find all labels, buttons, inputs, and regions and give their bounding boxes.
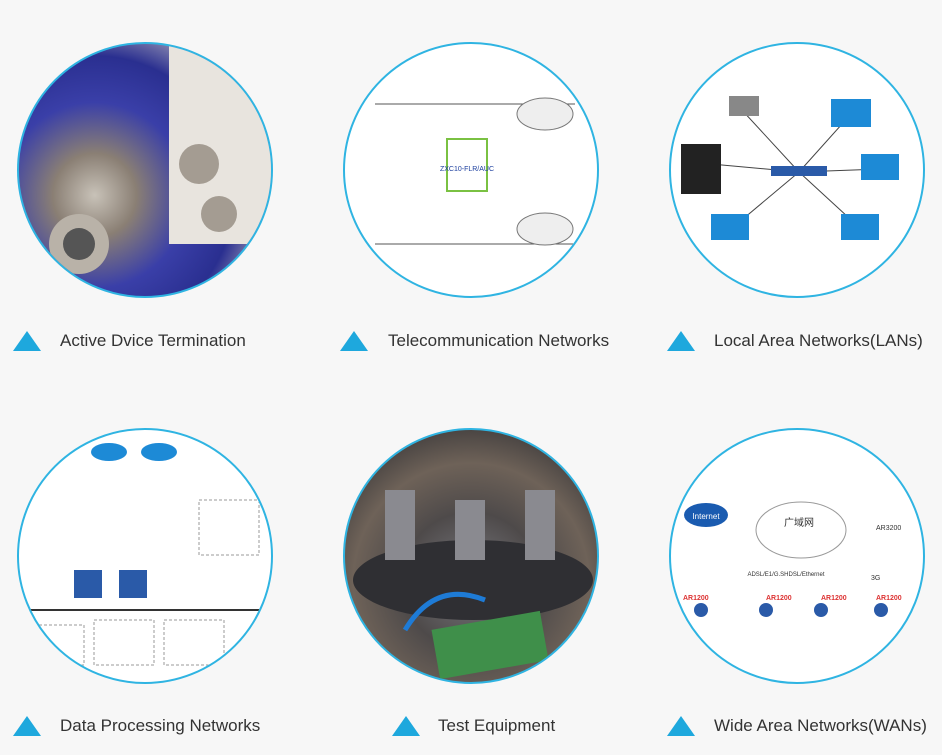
triangle-bullet-icon [13,716,41,736]
ar1200-label: AR1200 [821,595,847,602]
item-label: Wide Area Networks(WANs) [714,716,927,735]
item-label: Data Processing Networks [60,716,261,735]
triangle-bullet-icon [340,331,368,351]
item-label: Local Area Networks(LANs) [714,331,923,350]
wan-image: Internet 广域网 ADSL/E1/G.SHDSL/Ethernet AR320… [669,428,925,684]
lan-image [669,42,925,298]
item-label: Telecommunication Networks [388,331,610,350]
triangle-bullet-icon [667,331,695,351]
triangle-bullet-icon [667,716,695,736]
triangle-bullet-icon [392,716,420,736]
bnc-connectors-image [17,42,273,298]
internet-label: Internet [692,512,720,521]
ar3200-label: AR3200 [876,525,901,532]
item-label: Test Equipment [438,716,556,735]
wan-cloud-label: 广域网 [784,516,814,529]
telecom-network-image: ZXC10-FLR/AUC [343,42,599,298]
zxc-label: ZXC10-FLR/AUC [440,166,494,173]
test-equipment-image [343,428,599,684]
triangle-bullet-icon [13,331,41,351]
ar1200-label: AR1200 [683,595,709,602]
data-processing-image [17,428,273,684]
3g-label: 3G [871,575,880,582]
ar1200-label: AR1200 [766,595,792,602]
ar1200-label: AR1200 [876,595,902,602]
adsl-label: ADSL/E1/G.SHDSL/Ethernet [747,572,824,578]
item-label: Active Dvice Termination [60,331,246,350]
